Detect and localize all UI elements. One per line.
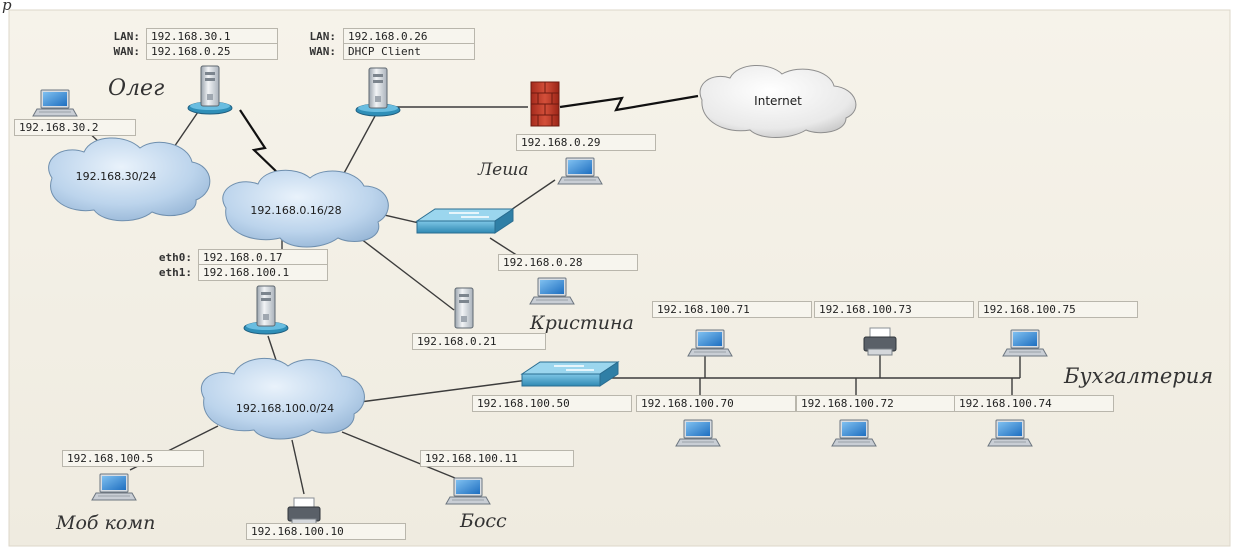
host-pc74-ip: 192.168.100.74 <box>954 395 1114 412</box>
router2-lan-key: LAN: <box>309 30 337 43</box>
cloud-internet <box>699 64 857 138</box>
cloud-net100 <box>200 357 365 440</box>
host-pc72-ip: 192.168.100.72 <box>796 395 956 412</box>
link-cloud0-server <box>351 231 455 311</box>
cloud-net0-label: 192.168.0.16/28 <box>250 204 341 217</box>
switch-2 <box>520 361 620 387</box>
router1-lan-key: LAN: <box>113 30 141 43</box>
switch-1 <box>415 208 515 234</box>
host-pc75-ip: 192.168.100.75 <box>978 301 1138 318</box>
router1-wan-key: WAN: <box>113 45 141 58</box>
cloud-net100-label: 192.168.100.0/24 <box>236 402 334 415</box>
page-marker: p <box>2 0 12 14</box>
cloud-net0 <box>222 169 389 248</box>
router2-wan-value: DHCP Client <box>343 43 475 60</box>
host-oleg-ip: 192.168.30.2 <box>14 119 136 136</box>
host-switch2-ip: 192.168.100.50 <box>472 395 632 412</box>
name-lesha: Леша <box>478 160 529 180</box>
cloud-net30 <box>48 137 211 222</box>
name-oleg: Олег <box>108 76 165 101</box>
link-cloud100-boss <box>341 431 456 479</box>
host-server-ip: 192.168.0.21 <box>412 333 546 350</box>
link-cloud100-p10 <box>291 439 305 495</box>
host-lesha-ip: 192.168.0.29 <box>516 134 656 151</box>
wireless-link-r1-cloud0 <box>239 109 281 176</box>
server-kristina <box>454 287 474 329</box>
router3-eth1-value: 192.168.100.1 <box>198 264 328 281</box>
host-printer73-ip: 192.168.100.73 <box>814 301 974 318</box>
link-cloud100-switch2 <box>359 379 529 403</box>
name-kristina: Кристина <box>530 312 634 334</box>
cloud-internet-label: Internet <box>754 94 802 108</box>
name-accounting: Бухгалтерия <box>1064 364 1214 388</box>
wireless-link-fw-internet <box>559 94 699 112</box>
host-pc71-ip: 192.168.100.71 <box>652 301 812 318</box>
firewall <box>530 81 560 127</box>
host-kristina-ip: 192.168.0.28 <box>498 254 638 271</box>
router1-lan-value: 192.168.30.1 <box>146 28 278 45</box>
cloud-net30-label: 192.168.30/24 <box>76 170 157 183</box>
host-boss-ip: 192.168.100.11 <box>420 450 574 467</box>
host-pc70-ip: 192.168.100.70 <box>636 395 796 412</box>
host-printer10-ip: 192.168.100.10 <box>246 523 406 540</box>
router3-eth0-key: eth0: <box>158 251 192 264</box>
name-boss: Босс <box>460 510 507 532</box>
link-r1-cloud30 <box>171 111 199 151</box>
name-mob: Моб комп <box>56 512 156 534</box>
router3-eth1-key: eth1: <box>158 266 192 279</box>
host-mob-ip: 192.168.100.5 <box>62 450 204 467</box>
router2-wan-key: WAN: <box>309 45 337 58</box>
router1-wan-value: 192.168.0.25 <box>146 43 278 60</box>
